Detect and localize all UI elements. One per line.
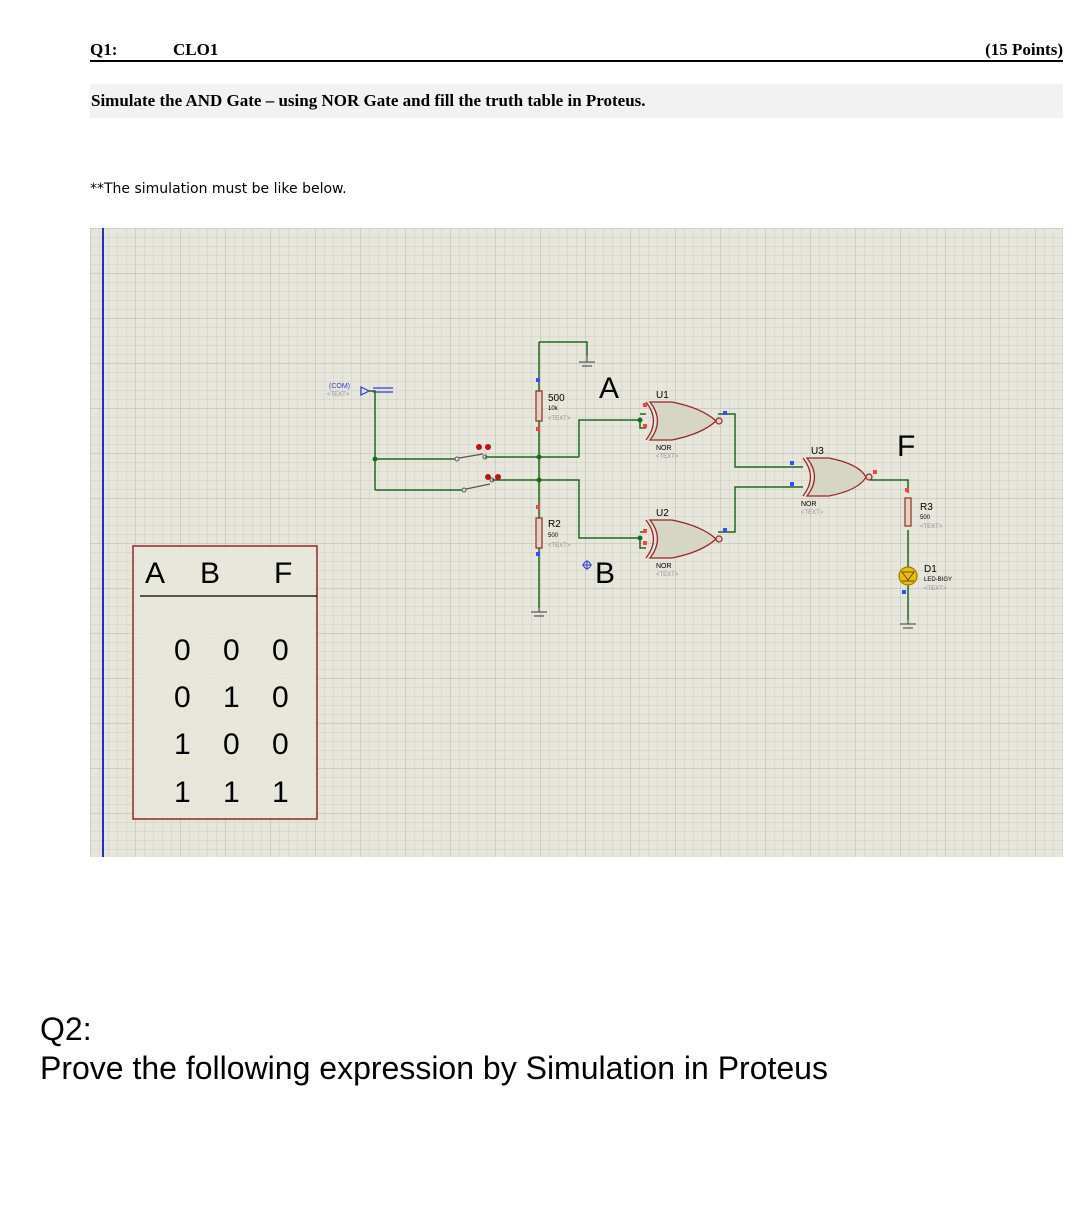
truth-table-header-f: F bbox=[274, 557, 292, 590]
gate-u3-text: <TEXT> bbox=[801, 510, 824, 516]
com-text-placeholder: <TEXT> bbox=[327, 392, 350, 398]
ground-symbols bbox=[531, 356, 916, 629]
gate-u1-text: <TEXT> bbox=[656, 454, 679, 460]
resistor-r3-text: <TEXT> bbox=[920, 524, 943, 530]
switch-a bbox=[454, 444, 491, 462]
truth-table-cell: 1 bbox=[223, 681, 240, 714]
truth-table-cell: 0 bbox=[174, 681, 191, 714]
truth-table-cell: 1 bbox=[272, 776, 289, 809]
resistor-r3-value: 500 bbox=[920, 515, 931, 521]
task-text: Simulate the AND Gate – using NOR Gate a… bbox=[91, 91, 646, 110]
clo-label: CLO1 bbox=[173, 40, 219, 59]
resistor-r2-text: <TEXT> bbox=[548, 543, 571, 549]
truth-table: A B F 0 0 0 0 1 0 1 0 0 1 1 1 bbox=[132, 545, 318, 820]
label-f: F bbox=[897, 430, 915, 463]
simulation-note: **The simulation must be like below. bbox=[90, 181, 347, 197]
truth-table-cell: 0 bbox=[272, 681, 289, 714]
resistor-top: 500 10k <TEXT> bbox=[535, 378, 571, 431]
truth-table-cell: 1 bbox=[223, 776, 240, 809]
com-label: (COM) bbox=[329, 383, 350, 390]
gate-u3-ref: U3 bbox=[811, 446, 824, 457]
question-number: Q1: bbox=[90, 40, 118, 59]
truth-table-cell: 0 bbox=[174, 634, 191, 667]
nor-gate-u3: U3 NOR <TEXT> bbox=[790, 446, 877, 516]
points-label: (15 Points) bbox=[985, 40, 1063, 59]
truth-table-cell: 0 bbox=[223, 728, 240, 761]
led-d1: D1 LED-BIGY <TEXT> bbox=[898, 564, 952, 594]
truth-table-cell: 1 bbox=[174, 776, 191, 809]
truth-table-cell: 0 bbox=[272, 634, 289, 667]
task-statement: Simulate the AND Gate – using NOR Gate a… bbox=[90, 84, 1063, 118]
q2-statement: Prove the following expression by Simula… bbox=[40, 1050, 828, 1086]
resistor-r3: R3 500 <TEXT> bbox=[904, 488, 943, 530]
resistor-r2: R2 500 <TEXT> bbox=[535, 505, 571, 556]
label-a: A bbox=[599, 372, 619, 405]
truth-table-cell: 0 bbox=[223, 634, 240, 667]
gate-u1-ref: U1 bbox=[656, 390, 669, 401]
label-b: B bbox=[595, 557, 615, 590]
truth-table-cell: 1 bbox=[174, 728, 191, 761]
com-terminal: (COM) <TEXT> bbox=[327, 383, 393, 398]
proteus-schematic: (COM) <TEXT> bbox=[90, 228, 1063, 857]
resistor-r2-value: 500 bbox=[548, 533, 559, 539]
truth-table-cell: 0 bbox=[272, 728, 289, 761]
resistor-r3-ref: R3 bbox=[920, 502, 933, 513]
q1-header: Q1: CLO1 (15 Points) bbox=[90, 34, 1063, 62]
resistor-top-sub: 10k bbox=[548, 406, 559, 412]
switch-b bbox=[461, 474, 501, 493]
gate-u2-ref: U2 bbox=[656, 508, 669, 519]
led-d1-ref: D1 bbox=[924, 564, 937, 575]
resistor-r2-ref: R2 bbox=[548, 519, 561, 530]
q2-label: Q2: bbox=[40, 1011, 92, 1047]
resistor-top-text: <TEXT> bbox=[548, 416, 571, 422]
led-d1-text: <TEXT> bbox=[924, 586, 947, 592]
nor-gate-u1: U1 NOR <TEXT> bbox=[643, 390, 727, 460]
nor-gate-u2: U2 NOR <TEXT> bbox=[643, 508, 727, 578]
truth-table-header-b: B bbox=[200, 557, 220, 590]
junction-dots bbox=[372, 417, 643, 541]
probe-marker bbox=[582, 560, 592, 570]
gate-u1-type: NOR bbox=[656, 445, 672, 452]
truth-table-header-a: A bbox=[145, 557, 165, 590]
led-d1-part: LED-BIGY bbox=[924, 577, 952, 583]
gate-u2-type: NOR bbox=[656, 563, 672, 570]
gate-u3-type: NOR bbox=[801, 501, 817, 508]
resistor-top-value: 500 bbox=[548, 393, 565, 404]
gate-u2-text: <TEXT> bbox=[656, 572, 679, 578]
